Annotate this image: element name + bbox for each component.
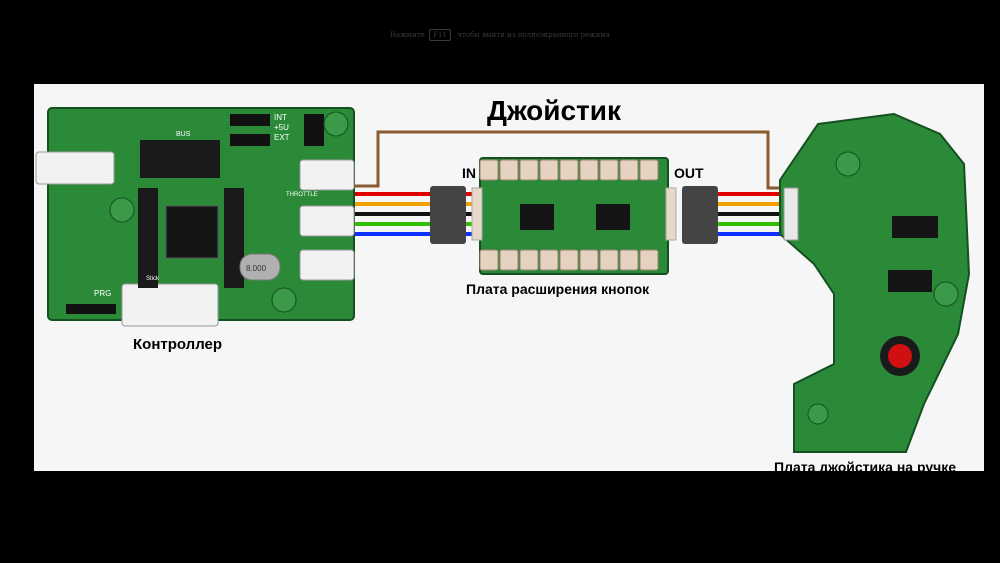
button-socket [499,249,519,271]
button-socket [559,249,579,271]
button-socket [599,249,619,271]
pin-header-right [224,188,244,288]
silk-crystal: 8.000 [246,264,267,273]
button-socket [519,249,539,271]
button-socket [579,249,599,271]
expansion-board [471,157,677,275]
silk-5v: +5U [274,123,289,132]
crystal-oscillator [239,253,281,281]
mount-hole-3 [271,287,297,313]
joystick-hole-2 [933,281,959,307]
silk-stick: Stick [146,276,160,282]
button-socket [619,249,639,271]
f11-key: F11 [429,29,451,41]
prg-header [66,304,116,314]
fullscreen-hint-after: , чтобы выйти из полноэкранного режима [452,31,610,39]
joystick-button [888,344,912,368]
silk-int: INT [274,113,287,122]
out-connector [682,186,718,244]
top-sockets [479,159,659,181]
joystick-hole-1 [835,151,861,177]
controller-board: BUS INT +5U EXT THROTTLE PRG Stick 8.000 [35,107,355,327]
joystick-chip-1 [892,216,938,238]
controller-connector-bottom [121,283,219,327]
button-socket [539,249,559,271]
jumper-2 [230,134,270,146]
controller-label: Контроллер [133,336,223,353]
controller-connector-3 [299,249,355,281]
joystick-board [779,112,971,453]
wire-bundle-left [354,192,432,236]
button-socket [639,159,659,181]
silk-prg: PRG [94,289,111,298]
button-socket [559,159,579,181]
out-label: OUT [674,165,704,181]
wire-bundle-right [716,192,786,236]
microcontroller-chip [165,205,219,259]
mount-hole-2 [109,197,135,223]
top-black-bar: Нажмите F11, чтобы выйти из полноэкранно… [0,0,1000,84]
button-socket [579,159,599,181]
expansion-board-label: Плата расширения кнопок [466,281,650,297]
brown-wire-loop [352,130,780,190]
button-socket [599,159,619,181]
controller-connector-1 [299,159,355,191]
bottom-sockets [479,249,659,271]
expansion-chip-2 [596,204,630,230]
button-socket [619,159,639,181]
in-connector [430,186,466,244]
controller-connector-2 [299,205,355,237]
silk-bus: BUS [176,131,191,138]
fullscreen-hint-before: Нажмите [390,31,425,39]
in-label: IN [462,165,476,181]
controller-connector-left [35,151,115,185]
expansion-chip-1 [520,204,554,230]
button-socket [479,159,499,181]
button-socket [499,159,519,181]
silk-ext: EXT [274,133,290,142]
button-socket [519,159,539,181]
button-socket [539,159,559,181]
jumper-pins [304,114,324,146]
jumper-1 [230,114,270,126]
pin-header-left [138,188,158,288]
silk-throttle: THROTTLE [286,192,318,198]
wiring-diagram: BUS INT +5U EXT THROTTLE PRG Stick 8.000 [35,95,971,453]
diagram-title: Джойстик [487,95,622,126]
out-header [665,187,677,241]
joystick-hole-3 [807,403,829,425]
mount-hole-1 [323,111,349,137]
button-socket [479,249,499,271]
button-socket [639,249,659,271]
in-header [471,187,483,241]
header-block [140,140,220,178]
diagram-canvas: BUS INT +5U EXT THROTTLE PRG Stick 8.000 [34,84,984,475]
fullscreen-hint: Нажмите F11, чтобы выйти из полноэкранно… [0,29,1000,41]
joystick-header [783,187,799,241]
joystick-chip-2 [888,270,932,292]
bottom-black-bar [0,471,1000,563]
